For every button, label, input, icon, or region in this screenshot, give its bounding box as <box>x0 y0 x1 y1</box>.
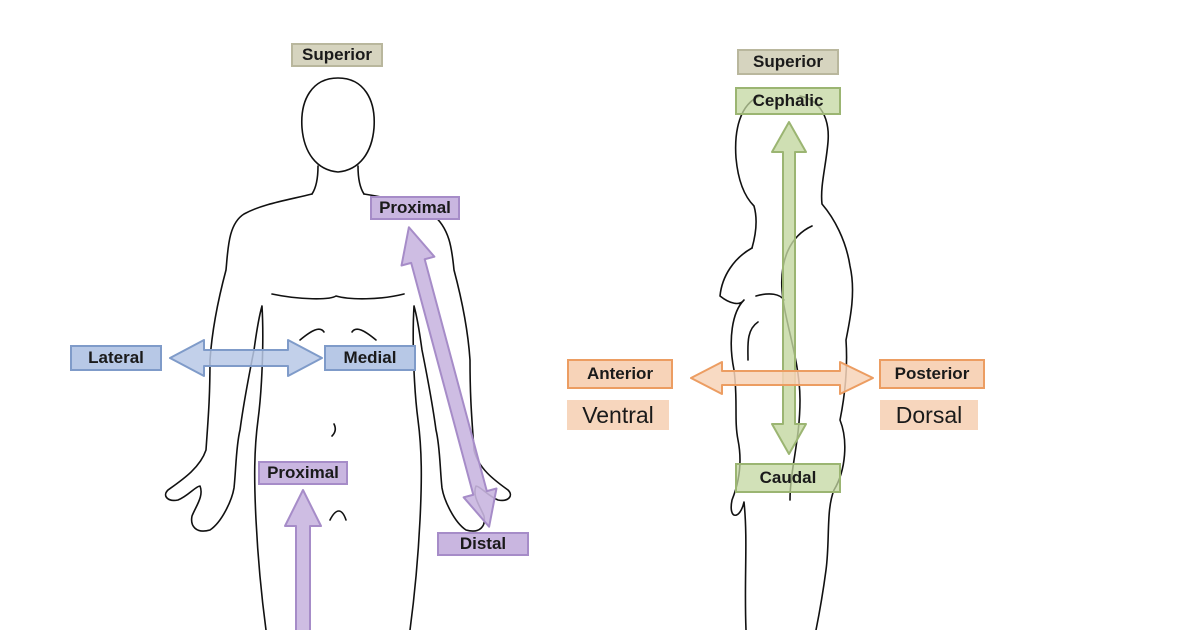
arm-proximal-distal-arrow <box>400 226 498 528</box>
caudal-label: Caudal <box>735 463 841 493</box>
front-head-outline <box>301 77 375 173</box>
side-superior-label: Superior <box>737 49 839 75</box>
anterior-posterior-arrow <box>690 361 874 395</box>
front-torso-outline <box>164 193 313 630</box>
ventral-label: Ventral <box>567 400 669 430</box>
front-chest-line <box>271 293 405 300</box>
lateral-label: Lateral <box>70 345 162 371</box>
cephalic-label: Cephalic <box>735 87 841 115</box>
medial-label: Medial <box>324 345 416 371</box>
side-front-outline <box>719 247 753 630</box>
dorsal-label: Dorsal <box>880 400 978 430</box>
side-head-outline <box>734 95 761 249</box>
leg-proximal-arrow <box>284 489 322 630</box>
side-back-outline <box>799 95 854 630</box>
posterior-label: Posterior <box>879 359 985 389</box>
front-superior-label: Superior <box>291 43 383 67</box>
front-neck-outline <box>311 165 365 195</box>
cephalic-caudal-arrow <box>771 121 807 455</box>
anterior-label: Anterior <box>567 359 673 389</box>
front-crotch <box>329 510 347 521</box>
leg-proximal-label: Proximal <box>258 461 348 485</box>
front-navel <box>331 423 337 437</box>
arm-proximal-label: Proximal <box>370 196 460 220</box>
front-abdomen-line <box>299 328 377 341</box>
lateral-medial-arrow <box>169 339 323 377</box>
distal-label: Distal <box>437 532 529 556</box>
